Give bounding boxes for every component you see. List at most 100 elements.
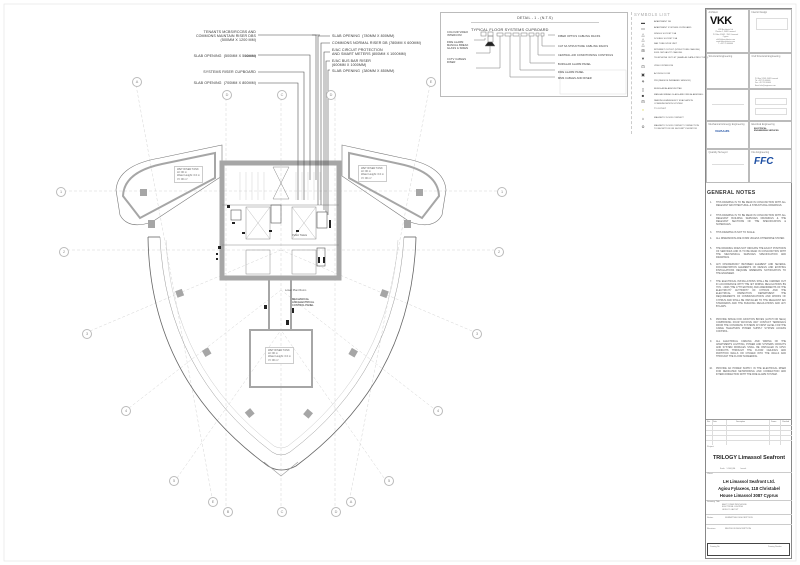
drawing-title: EAST TOWER PENTHOUSE ELECTRICAL LIGHTING…	[722, 504, 747, 511]
project-name: TRILOGY Limassol Seafront	[712, 455, 786, 461]
architect-cell: Architect VKK VKK Architects Ltd Plastir…	[706, 9, 749, 53]
symbol-row: ○TV OUTLET	[632, 107, 704, 113]
symbol-row: ▣ACCESS DOOR	[632, 72, 704, 78]
symbols-title: SYMBOLS LIST	[634, 12, 671, 17]
grid-bubble-D2-top: D	[326, 90, 336, 100]
general-notes-title: GENERAL NOTES	[707, 190, 756, 196]
single-socket-icon: △	[641, 32, 645, 37]
callout-slab-opening-700: SLAB OPENING (700mm x 800mm)	[193, 81, 256, 85]
device-symbols	[216, 205, 331, 325]
symbol-row: ⦸MAGNETIC DOOR CONTACT CONNECTION TO REC…	[632, 124, 704, 130]
burglar-keypad-icon: ▯	[641, 87, 645, 92]
tv-outlet-icon: ○	[641, 107, 645, 112]
mechanical-logo: VAVAAJIS	[715, 129, 730, 133]
detail-label-cat6a: CAT 6A STRUCTURE CABLING RACKS	[558, 45, 609, 48]
grid-bubble-5-right: 5	[384, 476, 394, 486]
detail-label-video-intercom: COLOUR VIDEO INTERCOM	[447, 31, 469, 37]
qs-cell: Quantity Surveyor	[706, 149, 749, 183]
client-line-2: Agiou Fylaxeos, 118 Christabel	[718, 486, 780, 491]
revision-table: Rev Date Description Drawn Checked	[706, 419, 792, 445]
civil-cell: Civil Structural Engineering P.O.Box 123…	[749, 53, 792, 89]
grid-bubble-2-right: 2	[494, 247, 504, 257]
client-caption: Client	[707, 473, 713, 475]
interior-cell: Interior Design	[749, 9, 792, 53]
drawing-number-box: Drawing No. Drawing Number	[707, 543, 790, 556]
grid-bubble-B-bottom: B	[223, 507, 233, 517]
symbols-list: SYMBOLS LIST ▬APARTMENT DB ▭APARTMENT SY…	[631, 12, 708, 134]
structural-cell: Structural Engineering	[706, 53, 749, 89]
symbol-row: ⊟PARKING EMERGENCY EVACUATION COMMUNICAT…	[632, 99, 704, 105]
detail-label-cctv: CCTV CABLES RISER	[447, 58, 467, 64]
symbol-row: ▼TELEPHONE OUTLET (SAME AS DATA STRUCTUR…	[632, 56, 708, 62]
callout-leaders	[245, 34, 330, 215]
client-line-3: House Limassol 3087 Cyprus	[719, 493, 779, 498]
callout-eac-protection: E/AC CIRCUIT PROTECTION AND SMART METERS…	[332, 48, 407, 57]
symbol-row: ⊞INTERNET OUTLET (STRUCTURE CABLING) RJ4…	[632, 48, 704, 54]
symbol-row: ▯BURGLAR ALARM KEYPAD	[632, 87, 704, 93]
grid-bubble-1-right: 1	[497, 187, 507, 197]
symbol-row: ▬APARTMENT DB	[632, 20, 704, 26]
symbol-row: ▭APARTMENT SYSTEMS CUPBOARD	[632, 26, 704, 32]
grid-bubble-2-left: 2	[59, 247, 69, 257]
video-intercom-icon: ⊡	[641, 64, 645, 69]
grid-bubble-1-left: 1	[56, 187, 66, 197]
grid-bubble-D-top: D	[222, 90, 232, 100]
grid-bubble-E-bottom: E	[208, 497, 218, 507]
ffc-logo: FFC	[754, 156, 774, 167]
grid-bubble-4-right: 4	[433, 406, 443, 416]
grid-bubble-C-bottom: C	[277, 507, 287, 517]
detail-label-burglar: BURGLAR ALARM PANEL	[558, 63, 591, 66]
symbol-row: ⚘PIR (PASSIVE INFRARED SENSOR)	[632, 79, 704, 85]
tank-label-bottom: WET RISER TANK H= 00 m Water Height: 0.0…	[265, 347, 294, 364]
detail-label-fire-panel: FIRE ALARM PANEL	[558, 71, 585, 74]
room-label-plant-room: Lower Plant Room	[285, 289, 307, 292]
break-glass-icon: ■	[641, 93, 645, 98]
right-wing	[341, 144, 447, 228]
fan-spur-icon: △	[641, 42, 645, 47]
status-value: SUBMITTAL DESCRIPTION	[725, 517, 753, 519]
grid-bubble-4-left: 4	[121, 406, 131, 416]
callout-commons-normal-db: COMMONS NORMAL RISER DB (780mm x 600mm)	[332, 41, 422, 45]
tank-label-left: WET RISER TANK H= 00 m Water Height: 0.0…	[174, 166, 203, 183]
detail-label-central-ac: CENTRAL AIR CONDITIONING CONTROLS	[558, 54, 614, 57]
apartment-db-icon: ▬	[641, 20, 645, 25]
door-contact-connection-icon: ⦸	[641, 124, 645, 129]
room-label-public-toilets: Public Toilets	[292, 234, 308, 237]
electrical-cell: Electrical Engineering ELECTRICAL ENGINE…	[749, 121, 792, 149]
vkk-logo: VKK	[710, 15, 732, 27]
grid-bubble-E-top: E	[426, 77, 436, 87]
mechanical-cell: Mechanical & Energy Engineering VAVAAJIS	[706, 121, 749, 149]
detail-box: DETAIL - 1 - (N.T.S) TYPICAL FLOOR SYSTE…	[440, 12, 628, 97]
scale-text: Scale: 1:100@ A1 Issued:	[720, 468, 747, 470]
grid-bubble-5-left: 5	[169, 476, 179, 486]
revision-caption: Revision	[707, 528, 716, 530]
lower-tank	[249, 278, 313, 388]
drawing-title-caption: Drawing Title	[707, 501, 720, 503]
pir-sensor-icon: ⚘	[641, 79, 645, 84]
symbol-row: △FAN TUBE SPUR UNIT	[632, 42, 704, 48]
grid-bubble-C-top: C	[277, 90, 287, 100]
columns	[175, 288, 389, 419]
access-door-icon: ▣	[641, 72, 645, 77]
callout-systems-riser: SYSTEMS RISER CUPBOARD	[203, 70, 256, 74]
grid-bubble-3-left: 3	[82, 329, 92, 339]
symbol-row: ⌂MAGNETIC DOOR CONTACT	[632, 116, 704, 122]
symbol-row: ■MANUAL BREAK GLASS AND FIRE ALARM BELL	[632, 93, 704, 99]
blank-cell-right	[749, 89, 792, 121]
room-label-control-panel: MECHANICAL AND ELECTRICAL CONTROL PANEL	[292, 298, 315, 307]
symbol-row: △DOUBLE SOCKET 13A	[632, 37, 704, 43]
callout-tenants-mcbs: TENANTS MCBs/RCCBs AND COMMONS MAINTAIN …	[195, 30, 256, 43]
detail-diagram	[474, 31, 627, 95]
telephone-outlet-icon: ▼	[641, 56, 645, 61]
symbol-row: ⊡VIDEO INTERCOM	[632, 64, 704, 70]
status-caption: Status	[707, 517, 714, 519]
internet-outlet-icon: ⊞	[641, 48, 645, 53]
slab-edge	[147, 236, 417, 471]
grid-lines	[64, 84, 497, 507]
client-line-1: LH Limassol Seafront Ltd.	[723, 479, 775, 484]
revision-value: REVISION DESCRIPTION	[725, 528, 752, 530]
detail-title: DETAIL - 1 - (N.T.S)	[517, 16, 553, 20]
fire-cell: Fire Engineering FFC	[749, 149, 792, 183]
